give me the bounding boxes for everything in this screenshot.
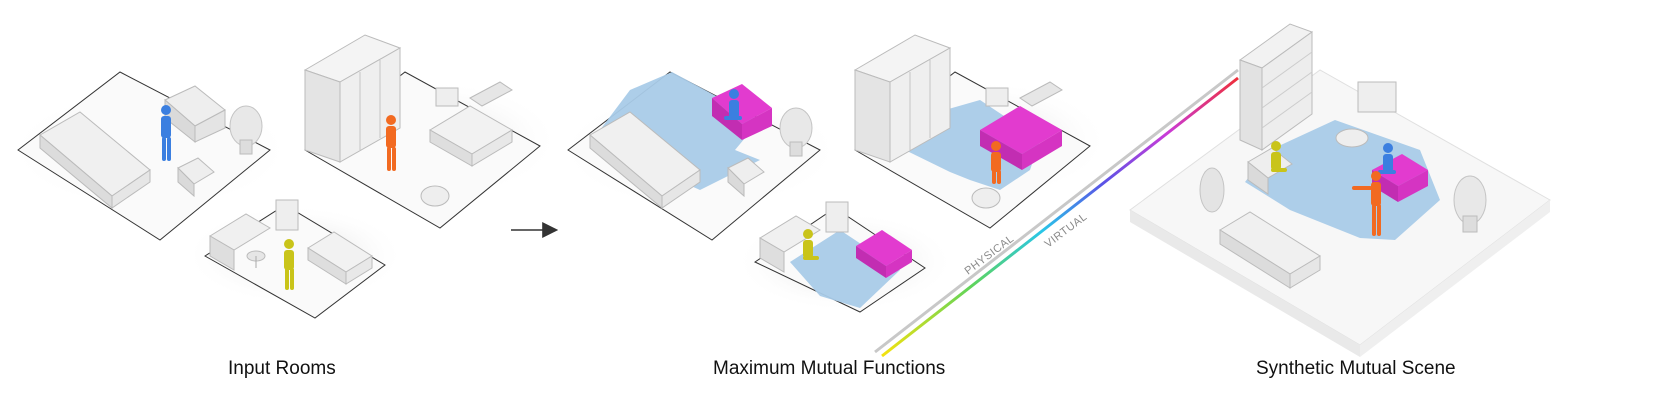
yellow-person-icon (803, 229, 819, 260)
synthetic-scene-panel (1129, 23, 1551, 357)
loveseat-icon (164, 85, 226, 144)
wardrobe-icon (853, 34, 952, 163)
office-chair-icon (246, 250, 266, 268)
blue-person-icon (724, 89, 742, 120)
nightstand-icon (435, 87, 459, 107)
orange-person-icon (386, 115, 396, 171)
single-bed-icon (307, 231, 373, 285)
maximum-mutual-panel (560, 34, 1110, 313)
input-bedroom (300, 34, 560, 229)
input-rooms-panel (10, 34, 560, 319)
yellow-person-icon (1271, 141, 1287, 172)
mutual-living-room (560, 71, 840, 241)
desk-icon (759, 215, 821, 273)
plant-icon (229, 105, 263, 155)
caption-input-rooms: Input Rooms (228, 358, 336, 379)
sofa-icon (589, 111, 701, 210)
yellow-person-icon (284, 239, 294, 290)
mutual-study-room (735, 201, 955, 313)
orange-person-icon (991, 141, 1001, 184)
desk-icon (209, 213, 271, 271)
side-cabinet-icon (1357, 81, 1397, 113)
sofa-icon (1219, 211, 1321, 289)
cabinet-icon (825, 201, 849, 233)
caption-maximum-mutual-functions: Maximum Mutual Functions (713, 358, 946, 379)
wardrobe-icon (303, 34, 402, 163)
bookshelf-icon (1238, 23, 1314, 151)
round-table-icon (1335, 128, 1369, 148)
round-chair-icon (420, 185, 450, 207)
round-chair-icon (971, 187, 1001, 209)
sofa-icon (39, 111, 151, 210)
nightstand-icon (985, 87, 1009, 107)
armchair-icon (727, 157, 765, 198)
mutual-floor-area (790, 230, 900, 308)
cabinet-icon (275, 199, 299, 231)
orange-person-icon (1352, 171, 1381, 236)
plant-icon (1453, 175, 1487, 233)
magenta-bed-icon (980, 81, 1063, 170)
magenta-bed-icon (856, 230, 912, 278)
input-study-room (185, 199, 405, 319)
blue-person-icon (161, 105, 171, 161)
bed-icon (429, 81, 513, 167)
caption-synthetic-mutual-scene: Synthetic Mutual Scene (1256, 358, 1456, 379)
plant-icon (779, 107, 813, 157)
plant-icon (1199, 167, 1225, 213)
armchair-icon (177, 157, 215, 198)
input-living-room (10, 71, 290, 241)
mutual-bedroom (850, 34, 1110, 229)
blue-person-icon (1378, 143, 1396, 174)
